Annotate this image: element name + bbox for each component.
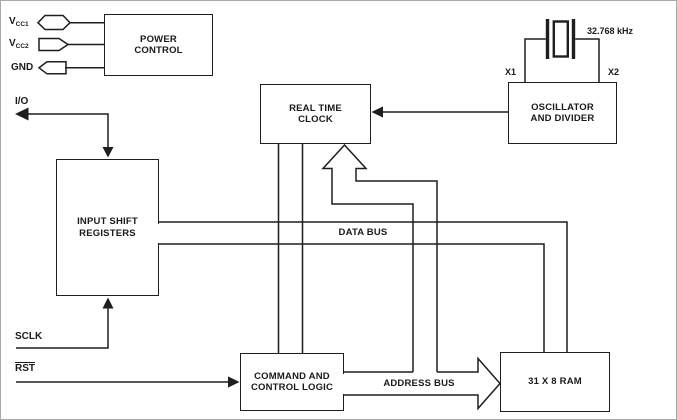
oscillator-label-line2: AND DIVIDER [530, 113, 595, 124]
io-line [20, 113, 109, 148]
rtc-label-line2: CLOCK [298, 114, 333, 125]
isr-label-line1: INPUT SHIFT [77, 216, 138, 227]
pin-label-vcc1: VCC1 [9, 16, 29, 28]
data-bus-bottom-edge [159, 243, 545, 352]
crystal-wire-x2 [575, 38, 600, 82]
data-bus-top-edge [159, 221, 568, 352]
pin-label-gnd: GND [11, 62, 34, 73]
pin-label-rst: RST [15, 363, 35, 374]
data-bus-opening [156, 223, 161, 243]
crystal-plate-left [545, 19, 550, 59]
vcc2-base: V [9, 38, 16, 49]
oscillator-to-rtc-arrowhead [371, 106, 383, 118]
gnd-pin-shape [37, 61, 67, 75]
rst-arrowhead-right [228, 376, 240, 388]
pin-label-x2: X2 [608, 67, 620, 77]
block-input-shift-registers: INPUT SHIFT REGISTERS [56, 159, 159, 296]
vcc1-pin-shape [36, 14, 72, 31]
vcc2-subscript: CC2 [15, 43, 29, 50]
block-oscillator-divider: OSCILLATOR AND DIVIDER [508, 82, 617, 144]
crystal-frequency-label: 32.768 kHz [587, 26, 634, 36]
block-real-time-clock: REAL TIME CLOCK [260, 84, 371, 144]
vcc2-pin-shape [38, 37, 70, 52]
power-control-label-line1: POWER [140, 33, 177, 45]
oscillator-label-line1: OSCILLATOR [531, 101, 594, 113]
pin-label-io: I/O [15, 96, 29, 107]
isr-label-line2: REGISTERS [79, 227, 136, 239]
io-arrowhead-left [15, 107, 29, 121]
crystal-wire-x1 [524, 38, 546, 82]
pin-label-sclk: SCLK [15, 331, 43, 342]
power-control-label-line2: CONTROL [134, 45, 183, 56]
crystal-body [552, 20, 569, 58]
sclk-arrowhead-up [102, 297, 114, 309]
pin-label-x1: X1 [505, 67, 517, 77]
rst-overlined-text: RST [15, 363, 35, 374]
bus-arrow-into-rtc [321, 143, 438, 372]
rtc-label-line1: REAL TIME [289, 102, 342, 114]
vcc1-base: V [9, 16, 16, 27]
block-ram: 31 X 8 RAM [500, 352, 610, 412]
data-bus-label: DATA BUS [338, 227, 388, 238]
pin-label-vcc2: VCC2 [9, 38, 29, 50]
address-bus-opening [341, 373, 347, 394]
crystal-plate-right [571, 19, 576, 59]
io-arrowhead-down [102, 147, 114, 158]
sclk-line [16, 308, 109, 349]
address-bus-label: ADDRESS BUS [383, 378, 455, 389]
vcc1-subscript: CC1 [15, 21, 29, 28]
command-logic-label-line1: COMMAND AND [254, 370, 330, 382]
block-command-control-logic: COMMAND AND CONTROL LOGIC [240, 353, 344, 411]
command-logic-label-line2: CONTROL LOGIC [250, 382, 334, 393]
ram-label: 31 X 8 RAM [528, 376, 582, 388]
block-power-control: POWER CONTROL [104, 14, 213, 76]
